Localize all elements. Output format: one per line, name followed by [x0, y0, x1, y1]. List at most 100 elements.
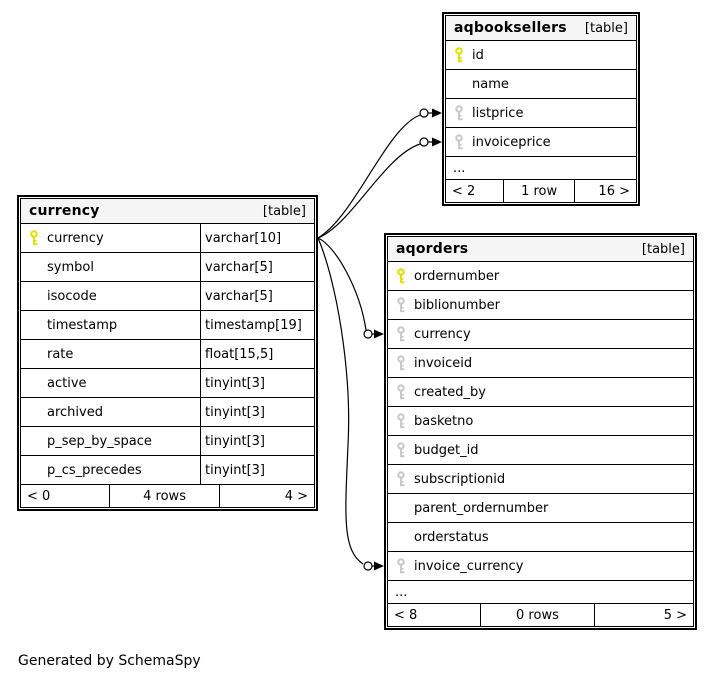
footer-row-count: 1 row — [503, 180, 576, 202]
arrowhead-icon — [432, 137, 442, 147]
footer-parents-count: 16 > — [598, 183, 630, 199]
column-row: currency — [387, 319, 694, 349]
foreign-key-icon — [395, 297, 407, 313]
edge-line — [317, 237, 367, 331]
column-row: currency varchar[10] — [20, 223, 315, 253]
footer-row-count: 0 rows — [479, 604, 596, 626]
table-name[interactable]: currency — [29, 203, 100, 219]
column-name: biblionumber — [414, 297, 501, 313]
column-name: name — [472, 76, 509, 92]
column-row: created_by — [387, 377, 694, 407]
table-tag: [table] — [641, 241, 685, 257]
primary-key-icon — [28, 230, 40, 246]
ellipsis-row: ... — [387, 580, 694, 604]
table-tag: [table] — [262, 203, 306, 219]
primary-key-icon — [453, 47, 465, 63]
column-name: isocode — [47, 288, 97, 304]
cardinality-circle-icon — [363, 329, 373, 339]
column-type: tinyint[3] — [200, 427, 314, 455]
column-name: subscriptionid — [414, 471, 506, 487]
foreign-key-icon — [395, 558, 407, 574]
edge-currency-to-aqorders-currency — [317, 237, 384, 339]
column-row: ordernumber — [387, 261, 694, 291]
column-name: currency — [414, 326, 471, 342]
column-row: listprice — [445, 98, 637, 128]
foreign-key-icon — [453, 134, 465, 150]
column-row: orderstatus — [387, 522, 694, 552]
column-row: rate float[15,5] — [20, 339, 315, 369]
column-name: created_by — [414, 384, 486, 400]
footer-parents-count: 5 > — [663, 607, 687, 623]
footer-parents-count: 4 > — [284, 488, 308, 504]
table-footer: < 2 1 row 16 > — [445, 179, 637, 203]
column-name: orderstatus — [414, 529, 489, 545]
foreign-key-icon — [395, 355, 407, 371]
table-aqbooksellers: aqbooksellers [table] id name listprice … — [442, 12, 640, 206]
column-name: parent_ordernumber — [414, 500, 549, 516]
footer-children-count: < 0 — [27, 488, 51, 504]
column-type: float[15,5] — [200, 340, 314, 368]
table-aqorders: aqorders [table] ordernumber biblionumbe… — [384, 233, 697, 630]
column-type: varchar[5] — [200, 282, 314, 310]
column-row: id — [445, 40, 637, 70]
ellipsis-row: ... — [445, 156, 637, 180]
column-name: id — [472, 47, 484, 63]
table-name[interactable]: aqbooksellers — [454, 20, 567, 36]
column-name: rate — [47, 346, 74, 362]
table-header[interactable]: aqbooksellers [table] — [445, 15, 637, 41]
edge-currency-to-aqorders-invoice-currency — [317, 237, 384, 571]
column-name: p_sep_by_space — [47, 433, 152, 449]
arrowhead-icon — [374, 561, 384, 571]
column-name: basketno — [414, 413, 474, 429]
table-footer: < 0 4 rows 4 > — [20, 484, 315, 508]
column-name: listprice — [472, 105, 524, 121]
column-type: tinyint[3] — [200, 369, 314, 397]
arrowhead-icon — [432, 108, 442, 118]
column-name: archived — [47, 404, 103, 420]
column-row: archived tinyint[3] — [20, 397, 315, 427]
edge-currency-to-aqbooksellers-invoiceprice — [317, 137, 442, 239]
table-tag: [table] — [584, 20, 628, 36]
column-row: symbol varchar[5] — [20, 252, 315, 282]
column-row: p_sep_by_space tinyint[3] — [20, 426, 315, 456]
edge-currency-to-aqbooksellers-listprice — [317, 108, 442, 239]
column-row: biblionumber — [387, 290, 694, 320]
foreign-key-icon — [395, 442, 407, 458]
column-name: symbol — [47, 259, 94, 275]
foreign-key-icon — [453, 105, 465, 121]
footer-children-count: < 8 — [394, 607, 418, 623]
column-name: timestamp — [47, 317, 118, 333]
column-row: budget_id — [387, 435, 694, 465]
foreign-key-icon — [395, 326, 407, 342]
column-name: budget_id — [414, 442, 479, 458]
edge-line — [317, 143, 421, 239]
foreign-key-icon — [395, 384, 407, 400]
cardinality-circle-icon — [419, 108, 429, 118]
column-type: tinyint[3] — [200, 456, 314, 484]
column-name: ordernumber — [414, 268, 500, 284]
cardinality-circle-icon — [419, 137, 429, 147]
column-row: active tinyint[3] — [20, 368, 315, 398]
footer-children-count: < 2 — [452, 183, 476, 199]
column-row: basketno — [387, 406, 694, 436]
table-footer: < 8 0 rows 5 > — [387, 603, 694, 627]
table-header[interactable]: aqorders [table] — [387, 236, 694, 262]
column-type: varchar[5] — [200, 253, 314, 281]
column-name: invoice_currency — [414, 558, 524, 574]
generated-by-note: Generated by SchemaSpy — [18, 653, 201, 669]
column-row: timestamp timestamp[19] — [20, 310, 315, 340]
table-header[interactable]: currency [table] — [20, 198, 315, 224]
column-row: parent_ordernumber — [387, 493, 694, 523]
table-currency: currency [table] currency varchar[10] sy… — [17, 195, 318, 511]
column-name: invoiceprice — [472, 134, 551, 150]
column-type: varchar[10] — [200, 224, 314, 252]
edge-line — [317, 237, 364, 565]
primary-key-icon — [395, 268, 407, 284]
table-name[interactable]: aqorders — [396, 241, 469, 257]
column-type: timestamp[19] — [200, 311, 314, 339]
cardinality-circle-icon — [363, 561, 373, 571]
column-name: invoiceid — [414, 355, 473, 371]
column-name: currency — [47, 230, 104, 246]
